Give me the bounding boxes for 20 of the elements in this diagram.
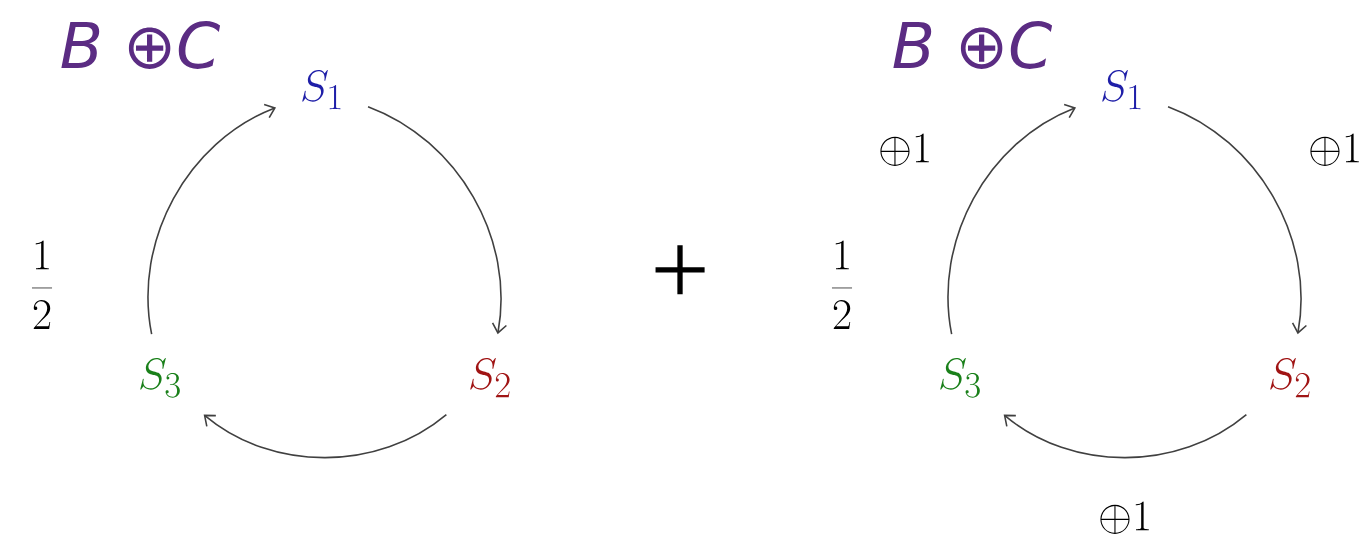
state-label: $S_3$ xyxy=(940,357,980,398)
edge-label: $\oplus 1$ xyxy=(880,133,929,166)
fraction-label: $\frac{1}{2}$ xyxy=(32,240,53,329)
curved-arrow xyxy=(203,413,448,459)
group-label: B ⊕C xyxy=(893,21,1053,69)
edge-label: $\oplus 1$ xyxy=(1100,501,1149,534)
plus-sign: + xyxy=(655,245,705,295)
curved-arrow xyxy=(147,103,277,335)
state-label: $S_3$ xyxy=(140,357,180,398)
group-label: B ⊕C xyxy=(61,21,221,69)
state-label: $S_2$ xyxy=(1270,357,1310,398)
state-label: $S_2$ xyxy=(470,357,510,398)
curved-arrow xyxy=(367,105,508,335)
state-label: $S_1$ xyxy=(1102,69,1141,110)
curved-arrow xyxy=(947,103,1077,335)
curved-arrow xyxy=(1003,413,1248,459)
fraction-label: $\frac{1}{2}$ xyxy=(832,240,853,329)
state-label: $S_1$ xyxy=(302,69,341,110)
curved-arrow xyxy=(1167,105,1308,335)
edge-label: $\oplus 1$ xyxy=(1310,133,1359,166)
